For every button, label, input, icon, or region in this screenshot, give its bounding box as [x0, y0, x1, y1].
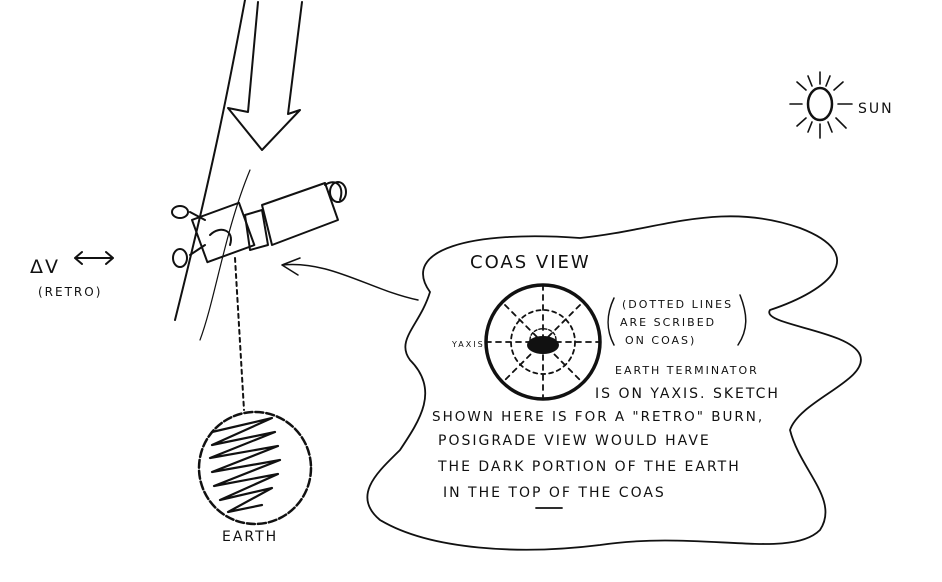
svg-text:IS ON YAXIS. SKETCH: IS ON YAXIS. SKETCH	[595, 386, 780, 402]
svg-text:THE DARK PORTION OF THE EARTH: THE DARK PORTION OF THE EARTH	[437, 459, 741, 475]
callout-outline	[366, 215, 862, 551]
sun-label: SUN	[858, 101, 894, 117]
svg-text:EARTH TERMINATOR: EARTH TERMINATOR	[615, 364, 759, 377]
svg-text:SHOWN HERE IS FOR A "RETRO" BU: SHOWN HERE IS FOR A "RETRO" BURN,	[432, 409, 764, 425]
dotted-lines-note: (DOTTED LINES ARE SCRIBED ON COAS)	[607, 294, 747, 347]
delta-v-label: ΔV	[30, 256, 60, 278]
line-of-sight	[234, 257, 245, 411]
coas-title: COAS VIEW	[470, 252, 591, 273]
coas-description: EARTH TERMINATOR IS ON YAXIS. SKETCH SHO…	[432, 364, 780, 509]
spacecraft-icon	[171, 181, 347, 268]
svg-text:POSIGRADE VIEW WOULD HAVE: POSIGRADE VIEW WOULD HAVE	[438, 433, 711, 449]
coas-reticle	[484, 283, 602, 401]
retro-label: (RETRO)	[38, 285, 102, 299]
incoming-arrow	[174, 0, 303, 341]
earth-label: EARTH	[222, 529, 278, 545]
svg-text:ARE SCRIBED: ARE SCRIBED	[620, 316, 716, 329]
svg-text:IN THE TOP OF THE COAS: IN THE TOP OF THE COAS	[443, 485, 666, 501]
callout-pointer	[281, 257, 419, 301]
sun-icon	[789, 71, 853, 139]
earth-icon	[197, 410, 313, 526]
y-axis-label: YAXIS	[451, 340, 485, 349]
svg-text:ON COAS): ON COAS)	[625, 334, 696, 347]
double-arrow-icon	[74, 251, 114, 265]
earth-dark-portion	[527, 336, 559, 354]
svg-text:(DOTTED LINES: (DOTTED LINES	[622, 298, 733, 311]
